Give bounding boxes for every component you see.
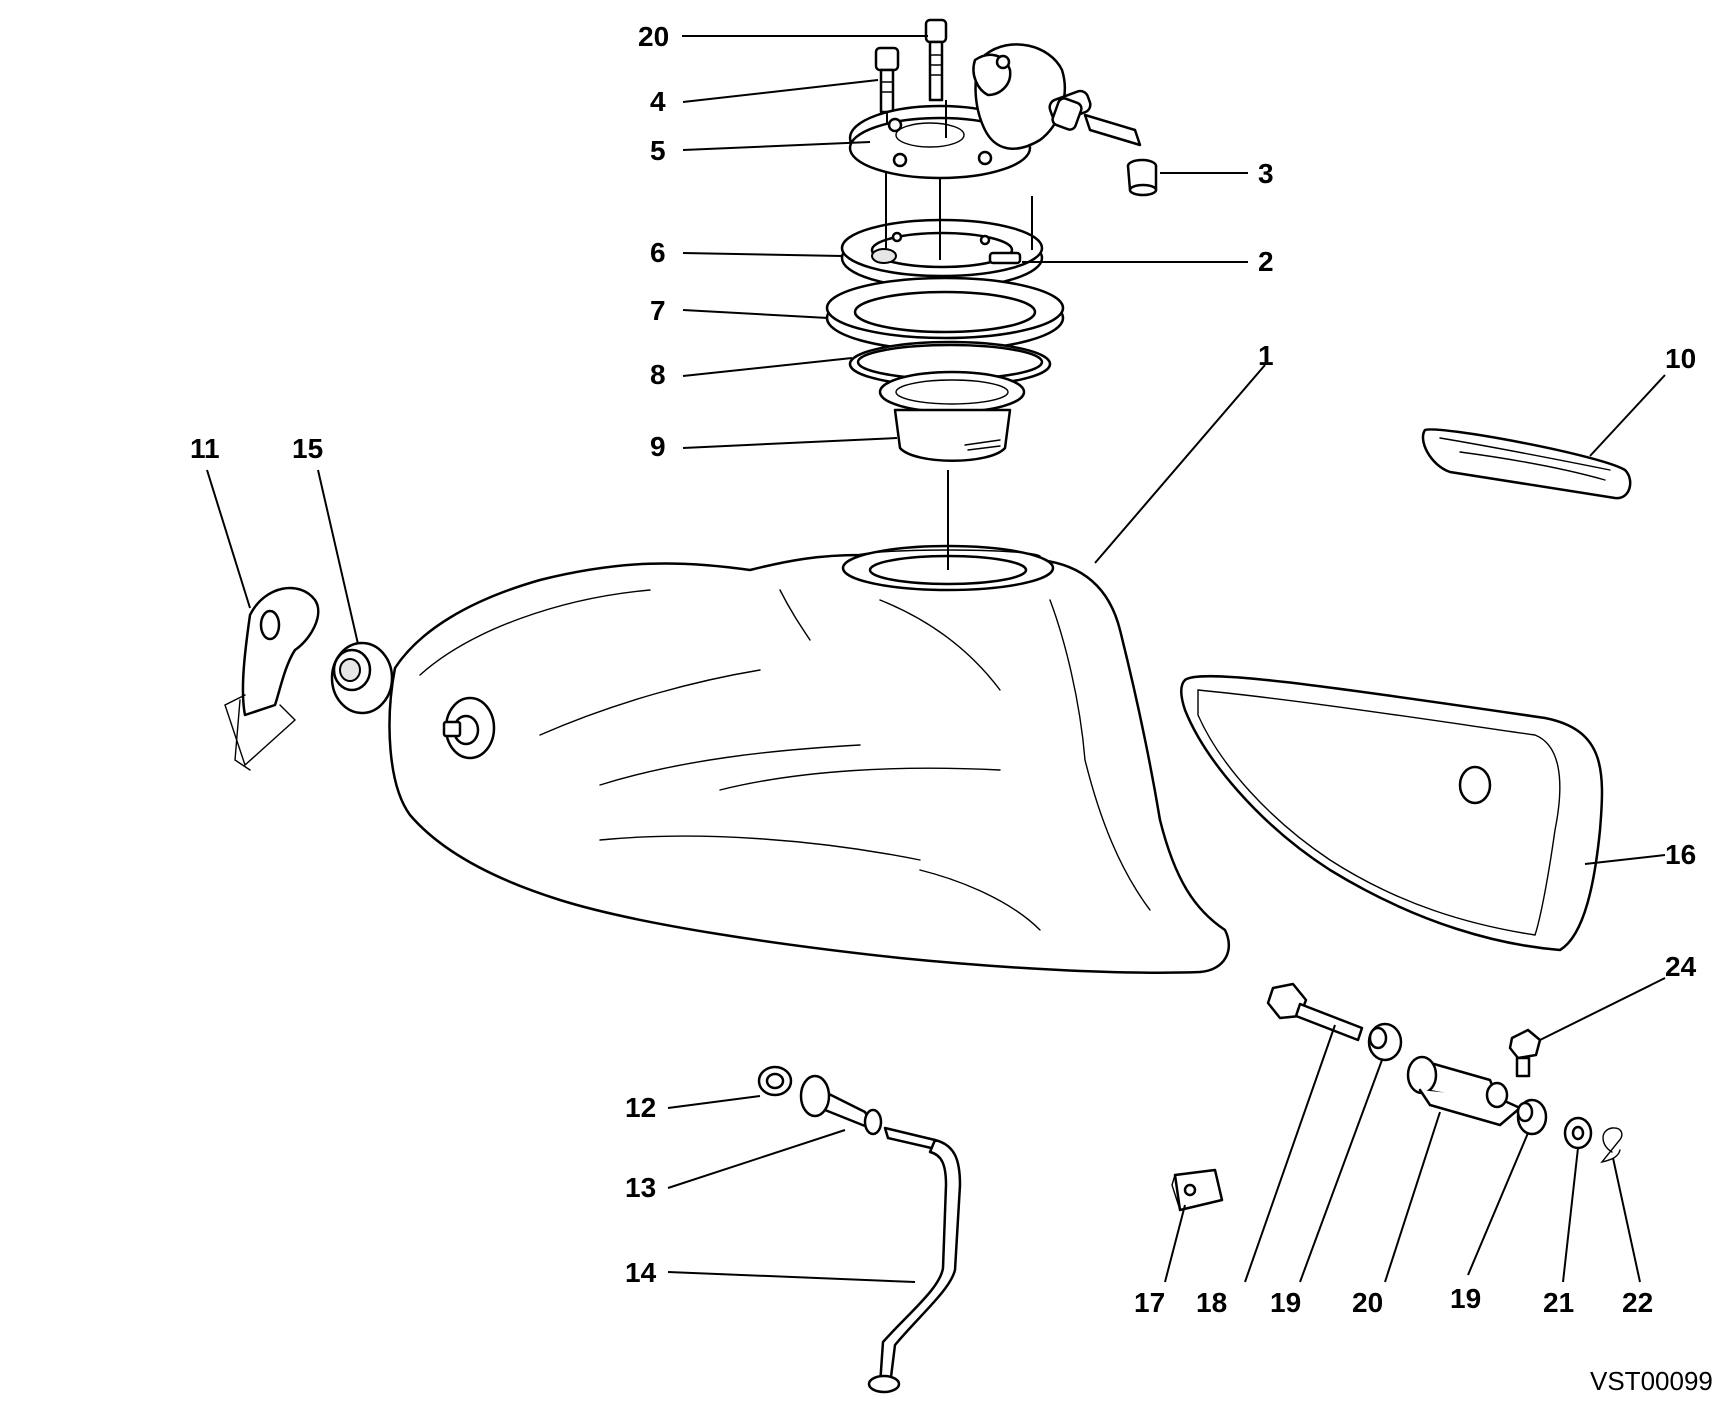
callout-19-right: 19 — [1450, 1283, 1481, 1314]
hinge-bracket — [1406, 1055, 1522, 1127]
callout-13: 13 — [625, 1172, 656, 1203]
bolt-24 — [1508, 1028, 1542, 1078]
screw-4 — [874, 46, 900, 114]
callout-1: 1 — [1258, 340, 1274, 371]
callout-2: 2 — [1258, 246, 1274, 277]
grommet — [330, 641, 394, 715]
rubber-block — [1171, 1168, 1224, 1212]
callout-3: 3 — [1258, 158, 1274, 189]
side-panel — [1180, 674, 1604, 952]
washer — [1563, 1116, 1593, 1150]
callout-labels: 20 4 5 3 6 2 7 8 9 1 10 11 15 12 13 14 1… — [190, 21, 1697, 1318]
hook-bracket — [224, 586, 320, 771]
tank-decal — [1421, 428, 1632, 500]
callout-7: 7 — [650, 295, 666, 326]
callout-11: 11 — [190, 433, 220, 464]
bushing-19-right — [1516, 1098, 1548, 1136]
callout-10: 10 — [1665, 343, 1696, 374]
leader-lines — [206, 35, 1666, 1283]
filler-cap-assembly — [848, 43, 1142, 180]
callout-4: 4 — [650, 86, 666, 117]
callout-14: 14 — [625, 1257, 657, 1288]
bushing-19-left — [1367, 1022, 1403, 1062]
callout-21: 20 — [638, 21, 669, 52]
assembly-axis-lines — [885, 100, 1033, 570]
callout-16: 16 — [1665, 839, 1696, 870]
gasket — [825, 276, 1065, 352]
drawing-code: VST00099 — [1590, 1366, 1713, 1396]
callout-24: 24 — [1665, 951, 1697, 982]
screw-21 — [924, 18, 948, 102]
support-rod — [867, 1126, 962, 1394]
callout-9: 9 — [650, 431, 666, 462]
callout-18: 18 — [1196, 1287, 1227, 1318]
callout-12: 12 — [625, 1092, 656, 1123]
grommet-12 — [757, 1065, 793, 1097]
spacer-13 — [799, 1074, 883, 1136]
callout-20: 20 — [1352, 1287, 1383, 1318]
callout-17: 17 — [1134, 1287, 1165, 1318]
callout-5: 5 — [650, 135, 666, 166]
callout-23: 22 — [1622, 1287, 1653, 1318]
breather-cap — [1126, 158, 1158, 197]
callout-22: 21 — [1543, 1287, 1574, 1318]
callout-19-left: 19 — [1270, 1287, 1301, 1318]
filter-strainer — [878, 370, 1026, 462]
bolt-18 — [1266, 982, 1364, 1042]
fuel-tank — [388, 544, 1231, 974]
callout-6: 6 — [650, 237, 666, 268]
r-clip — [1600, 1127, 1623, 1164]
callout-15: 15 — [292, 433, 323, 464]
o-ring — [848, 340, 1052, 388]
callout-8: 8 — [650, 359, 666, 390]
